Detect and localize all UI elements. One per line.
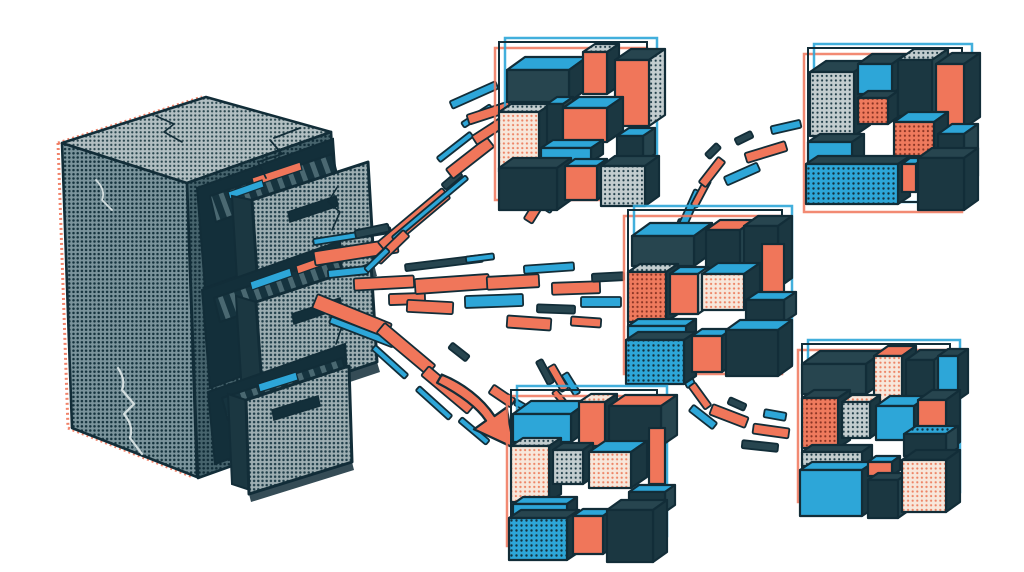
- block-front: [856, 96, 890, 126]
- document-dash-dark: [740, 439, 780, 453]
- document-dash-orange: [550, 280, 602, 296]
- document-dash-blue: [688, 404, 718, 430]
- document-dash-orange: [488, 384, 516, 408]
- document-dash-dark: [536, 303, 576, 315]
- block-front: [668, 272, 700, 316]
- block-cluster-bottom-center: [505, 384, 679, 564]
- block-front: [630, 234, 696, 268]
- document-dash-blue: [762, 408, 788, 422]
- stream-to-middle: [404, 252, 626, 332]
- block-front: [900, 458, 948, 514]
- cabinet-side-left: [60, 141, 199, 479]
- block-side: [647, 47, 667, 128]
- document-dash-orange: [569, 315, 603, 329]
- drawer-top: [195, 137, 377, 314]
- folder-tab: [257, 371, 299, 393]
- block-front: [896, 58, 934, 118]
- drawer-bottom: [206, 342, 354, 502]
- block-front: [605, 508, 655, 564]
- document-dash-orange: [743, 140, 789, 164]
- document-dash-blue: [522, 261, 576, 275]
- block-side: [962, 146, 980, 212]
- document-dash-orange: [688, 382, 712, 410]
- stream-to-bottom-center: [371, 322, 535, 450]
- document-dash-orange: [698, 156, 726, 188]
- block-front: [866, 478, 900, 520]
- document-dash-orange: [505, 314, 553, 332]
- document-dash-orange: [445, 136, 495, 180]
- document-dash-orange: [352, 274, 416, 292]
- document-dash-orange: [376, 322, 436, 376]
- document-dash-blue: [371, 344, 409, 380]
- block-side: [776, 318, 794, 378]
- block-front: [626, 270, 668, 324]
- block-front: [563, 164, 599, 202]
- document-dash-blue: [580, 296, 622, 308]
- block-front: [724, 328, 780, 378]
- block-front: [647, 426, 667, 486]
- block-front: [561, 106, 609, 144]
- document-dash-dark: [447, 342, 471, 362]
- block-side: [643, 154, 661, 208]
- drawer-top-handle-slot: [287, 195, 339, 223]
- block-front: [804, 162, 900, 206]
- stream-to-top-center: [363, 80, 568, 273]
- document-dash-dark: [590, 271, 626, 283]
- block-cluster-bottom-right: [796, 338, 970, 520]
- document-dash-dark: [704, 142, 722, 160]
- document-dash-dark: [726, 396, 748, 412]
- block-front: [808, 70, 856, 138]
- block-front: [700, 272, 746, 312]
- document-dash-orange: [405, 298, 455, 316]
- block-cluster-top-right: [802, 42, 982, 214]
- document-dash-blue: [436, 131, 474, 163]
- drawer-bottom-shadow: [249, 462, 354, 502]
- document-dash-orange: [413, 273, 491, 295]
- document-dash-dark: [733, 130, 755, 146]
- block-front: [624, 338, 686, 386]
- block-front: [690, 334, 724, 374]
- block-front: [800, 396, 840, 450]
- document-dash-blue: [723, 162, 761, 186]
- folder-tab: [227, 179, 265, 200]
- block-side: [651, 498, 669, 564]
- block-side: [962, 51, 982, 130]
- document-dash-blue: [363, 247, 391, 273]
- block-front: [798, 468, 864, 518]
- stream-middle-to-bottom-center: [535, 358, 581, 408]
- folder-tab: [249, 267, 293, 291]
- document-dash-orange: [485, 273, 541, 291]
- block-side: [944, 448, 962, 514]
- filing-cabinet: [56, 95, 380, 502]
- document-dash-blue: [463, 293, 525, 309]
- block-cluster-middle: [622, 204, 798, 386]
- block-cluster-top-center: [493, 36, 667, 212]
- document-dash-orange: [708, 403, 750, 429]
- drawer-bottom-handle-slot: [271, 395, 321, 421]
- document-dash-dark: [353, 222, 391, 240]
- block-front: [840, 400, 872, 440]
- block-front: [581, 50, 609, 96]
- block-front: [856, 62, 894, 96]
- block-front: [551, 448, 585, 486]
- document-dash-blue: [415, 385, 453, 421]
- block-front: [587, 450, 633, 490]
- burst-from-drawers: [311, 222, 427, 348]
- block-front: [900, 162, 918, 194]
- document-dash-blue: [769, 119, 803, 135]
- block-front: [744, 298, 786, 324]
- block-front: [577, 400, 607, 448]
- block-front: [599, 164, 647, 208]
- block-front: [497, 166, 559, 212]
- document-dash-orange: [751, 422, 791, 440]
- block-top: [804, 154, 912, 166]
- document-dash-blue: [465, 252, 495, 264]
- block-front: [507, 516, 569, 562]
- block-front: [571, 514, 605, 556]
- block-front: [916, 156, 966, 212]
- document-dash-blue: [449, 80, 499, 110]
- block-front: [509, 444, 551, 504]
